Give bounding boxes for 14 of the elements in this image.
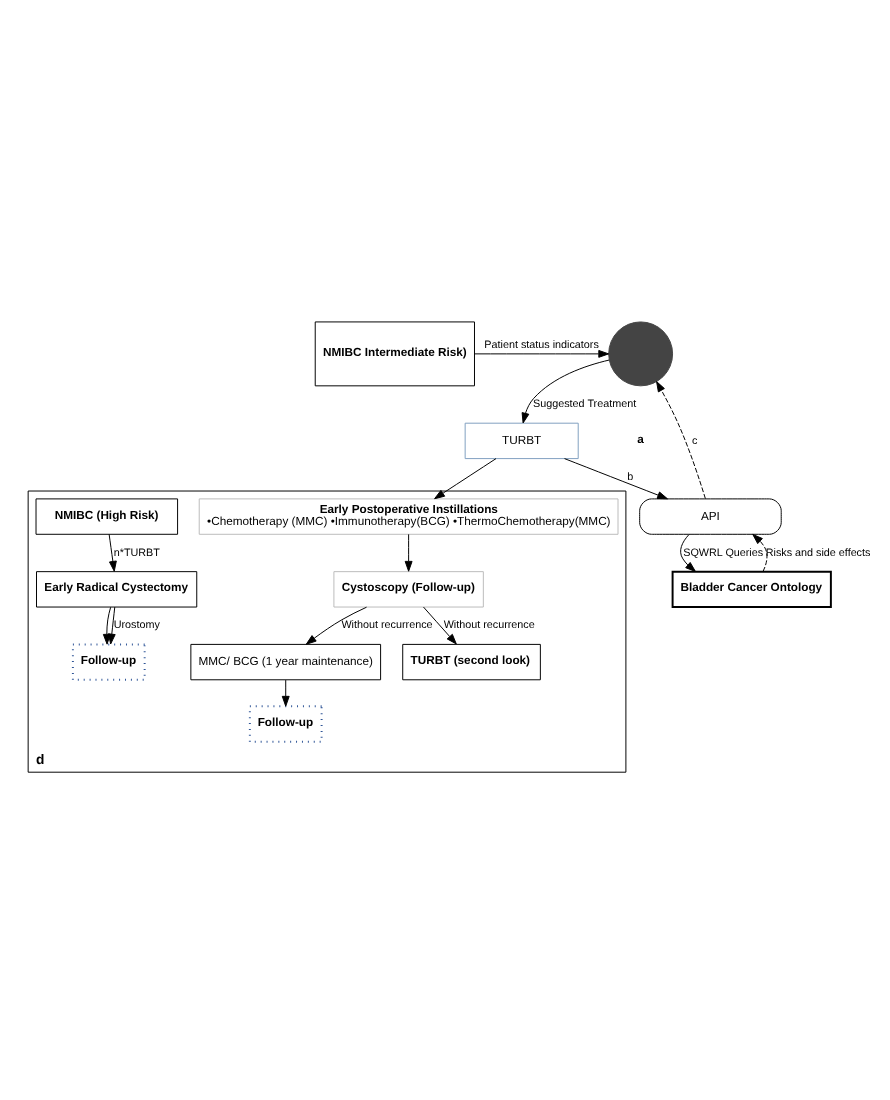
arrow — [305, 605, 368, 644]
arrow — [423, 605, 457, 644]
arrow — [752, 532, 768, 572]
arrow — [656, 380, 706, 499]
arrow — [434, 457, 497, 499]
arrow — [107, 605, 116, 644]
arrow — [564, 457, 668, 499]
arrow — [680, 532, 696, 571]
arrow — [281, 678, 290, 706]
arrow — [404, 532, 413, 571]
arrow — [474, 348, 610, 357]
arrow — [108, 532, 117, 571]
arrow — [521, 358, 610, 423]
node-person — [608, 320, 674, 386]
